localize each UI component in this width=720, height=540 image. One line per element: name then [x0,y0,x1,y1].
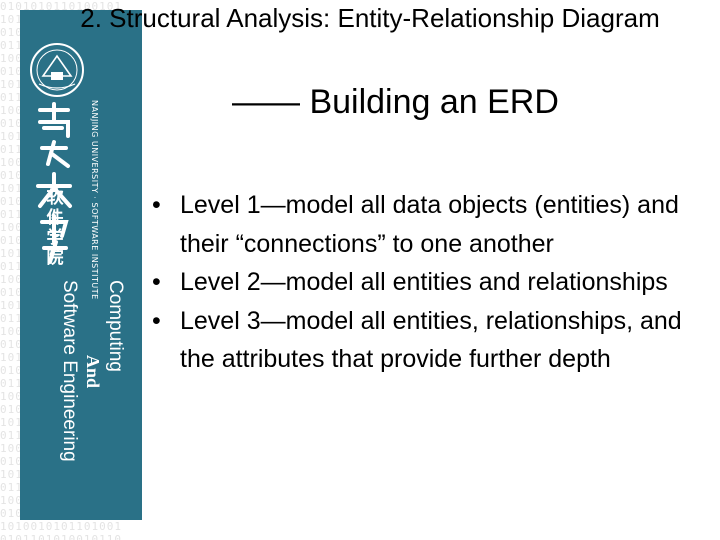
university-name-vertical: NANJING UNIVERSITY · SOFTWARE INSTITUTE [90,100,99,300]
bullet-text: Level 3—model all entities, relationship… [180,306,682,374]
sidebar-banner: NANJING UNIVERSITY · SOFTWARE INSTITUTE … [20,10,142,520]
slide-subtitle: —— Building an ERD [232,83,559,121]
sidebar-text-and: And [83,355,103,389]
bullet-text: Level 1—model all data objects (entities… [180,191,679,258]
bullet-dot-icon: • [152,306,161,335]
bullet-item: • Level 1—model all data objects (entitie… [150,186,690,263]
bullet-item: • Level 3—model all entities, relationshi… [150,302,690,379]
sidebar-text-computing: Computing [105,280,126,372]
bullet-text: Level 2—model all entities and relations… [180,268,668,296]
bullet-list: • Level 1—model all data objects (entitie… [150,186,690,379]
bullet-item: • Level 2—model all entities and relation… [150,263,690,302]
sidebar-text-software-engineering: Software Engineering [59,280,80,462]
university-emblem-icon [30,43,84,97]
slide-title: 2. Structural Analysis: Entity-Relations… [80,3,660,33]
university-calligraphy-logo [28,102,88,272]
department-name: 软件学院 [46,188,64,268]
bullet-dot-icon: • [152,268,161,296]
bullet-dot-icon: • [152,191,161,219]
